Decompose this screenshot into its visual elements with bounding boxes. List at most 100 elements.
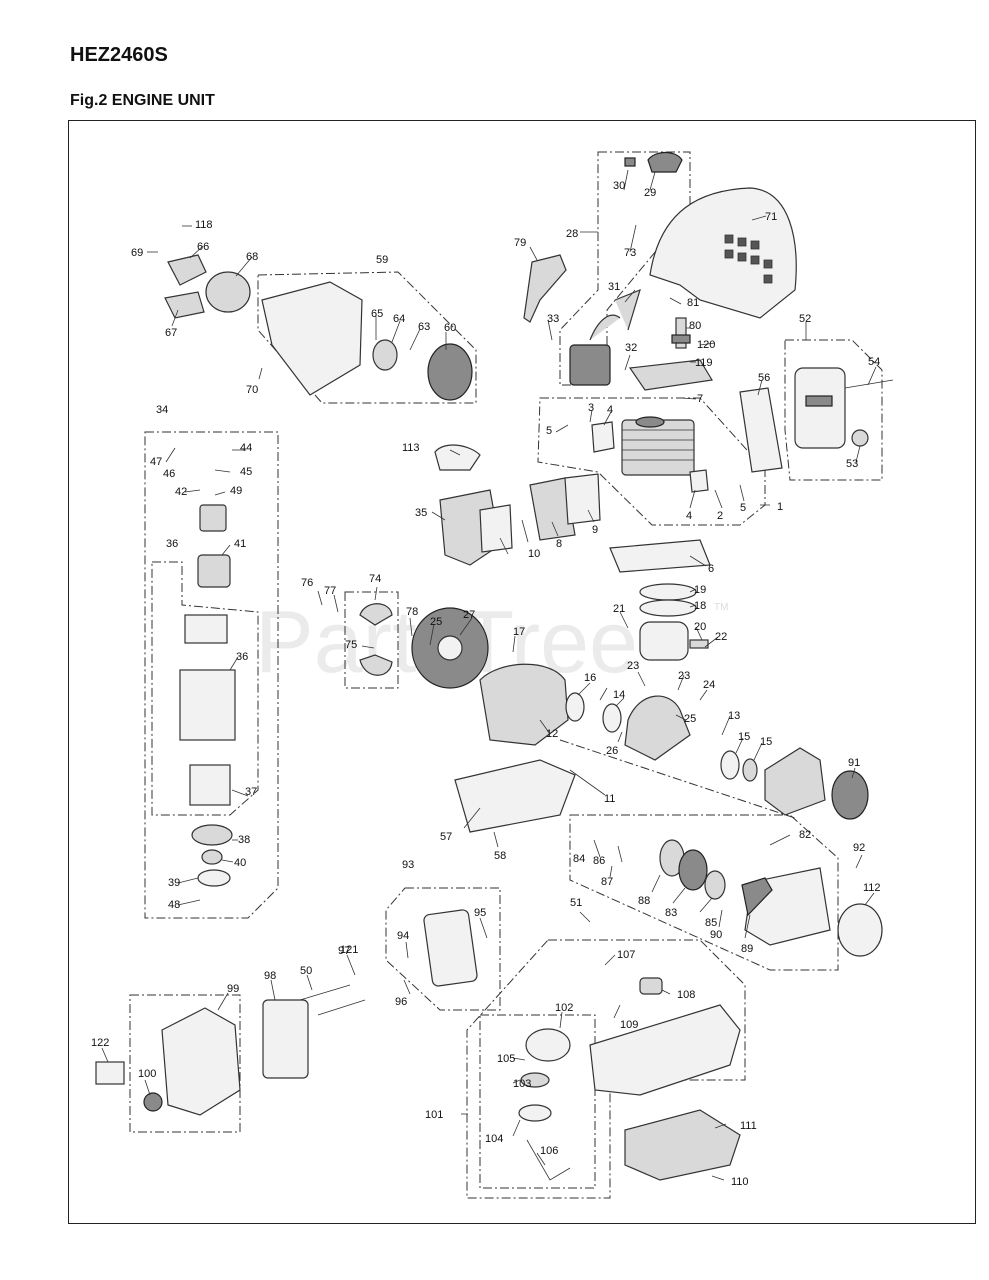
callout-87: 87: [601, 876, 613, 888]
gear-case-part: [261, 281, 363, 396]
group-carburetor-36: [144, 431, 279, 919]
callout-17: 17: [513, 626, 525, 638]
callout-96: 96: [395, 996, 407, 1008]
callout-98: 98: [264, 970, 276, 982]
pin-22: [689, 639, 709, 649]
callout-67: 67: [165, 327, 177, 339]
muffler-nut-56: [851, 429, 869, 447]
callout-99: 99: [227, 983, 239, 995]
cover-113: [837, 903, 883, 957]
crankshaft-part: [624, 695, 691, 761]
callout-107: 107: [617, 949, 635, 961]
gasket-4b: [689, 469, 709, 493]
callout-70: 70: [246, 384, 258, 396]
callout-13: 13: [728, 710, 740, 722]
diaphragm-39: [189, 764, 231, 806]
callout-66: 66: [197, 241, 209, 253]
cap-103-part: [525, 1028, 571, 1062]
washer-104: [520, 1072, 550, 1088]
plate-41: [197, 869, 231, 887]
cup-42: [201, 849, 223, 865]
bolt-57: [844, 379, 894, 389]
callout-47: 47: [150, 456, 162, 468]
air-cleaner-part: [423, 909, 478, 987]
callout-34: 34: [156, 404, 168, 416]
callout-50: 50: [300, 965, 312, 977]
bearing-66: [372, 339, 398, 371]
group-air-cleaner-95: [385, 887, 501, 1011]
ring-21: [639, 583, 697, 601]
callout-48: 48: [168, 899, 180, 911]
callout-4: 4: [607, 404, 613, 416]
knob-part: [647, 151, 683, 173]
wire-part: [614, 288, 641, 331]
callout-111: 111: [740, 1120, 757, 1132]
gasket-4: [591, 421, 615, 453]
callout-74: 74: [369, 573, 381, 585]
callout-69: 69: [131, 247, 143, 259]
callout-16: 16: [584, 672, 596, 684]
callout-105: 105: [497, 1053, 515, 1065]
callout-41: 41: [234, 538, 246, 550]
knob-101: [143, 1092, 163, 1112]
diagram-frame: [68, 120, 976, 1224]
callout-27: 27: [463, 609, 475, 621]
small-screw-32: [624, 157, 636, 167]
callout-88: 88: [638, 895, 650, 907]
plate-10: [479, 504, 513, 553]
callout-81: 81: [687, 297, 699, 309]
callout-20: 20: [694, 621, 706, 633]
callout-10: 10: [528, 548, 540, 560]
callout-112: 112: [863, 882, 881, 894]
group-crankcase-12: [559, 739, 796, 819]
callout-91: 91: [848, 757, 860, 769]
label-123: [95, 1061, 125, 1085]
callout-4: 4: [686, 510, 692, 522]
callout-59: 59: [376, 254, 388, 266]
callout-25: 25: [684, 713, 696, 725]
callout-22: 22: [715, 631, 727, 643]
callout-56: 56: [758, 372, 770, 384]
callout-11: 11: [604, 793, 615, 805]
callout-42: 42: [175, 486, 187, 498]
carb-plate-38a: [184, 614, 228, 644]
callout-64: 64: [393, 313, 405, 325]
callout-103: 103: [513, 1078, 531, 1090]
callout-53: 53: [846, 458, 858, 470]
callout-36: 36: [236, 651, 248, 663]
callout-71: 71: [765, 211, 777, 223]
crankcase-part: [479, 663, 569, 746]
callout-101: 101: [425, 1109, 443, 1121]
ring-20: [639, 599, 697, 617]
bolt-52a: [299, 984, 351, 1001]
callout-122: 122: [91, 1037, 109, 1049]
bolt-52b: [317, 999, 366, 1016]
callout-89: 89: [741, 943, 753, 955]
figure-title: Fig.2 ENGINE UNIT: [70, 92, 215, 109]
cap-118-part: [434, 444, 481, 471]
callout-109: 109: [620, 1019, 638, 1031]
callout-37: 37: [245, 786, 257, 798]
callout-49: 49: [230, 485, 242, 497]
coil-wire: [589, 314, 621, 341]
callout-120: 120: [697, 339, 715, 351]
callout-24: 24: [703, 679, 715, 691]
callout-84: 84: [573, 853, 585, 865]
callout-113: 113: [402, 442, 420, 454]
callout-18: 18: [694, 600, 706, 612]
callout-93: 93: [402, 859, 414, 871]
insulator-8: [529, 477, 576, 541]
muffler-part: [794, 367, 846, 449]
callout-73: 73: [624, 247, 636, 259]
callout-118: 118: [195, 219, 213, 231]
ignition-coil-part: [569, 344, 611, 386]
callout-94: 94: [397, 930, 409, 942]
leader-lines: [101, 169, 877, 1181]
callout-76: 76: [301, 577, 313, 589]
clutch-shoe-b: [359, 654, 393, 676]
callout-83: 83: [665, 907, 677, 919]
callout-9: 9: [592, 524, 598, 536]
clamp-68: [167, 254, 207, 286]
gasket-part: [739, 387, 783, 473]
callout-110: 110: [731, 1176, 749, 1188]
